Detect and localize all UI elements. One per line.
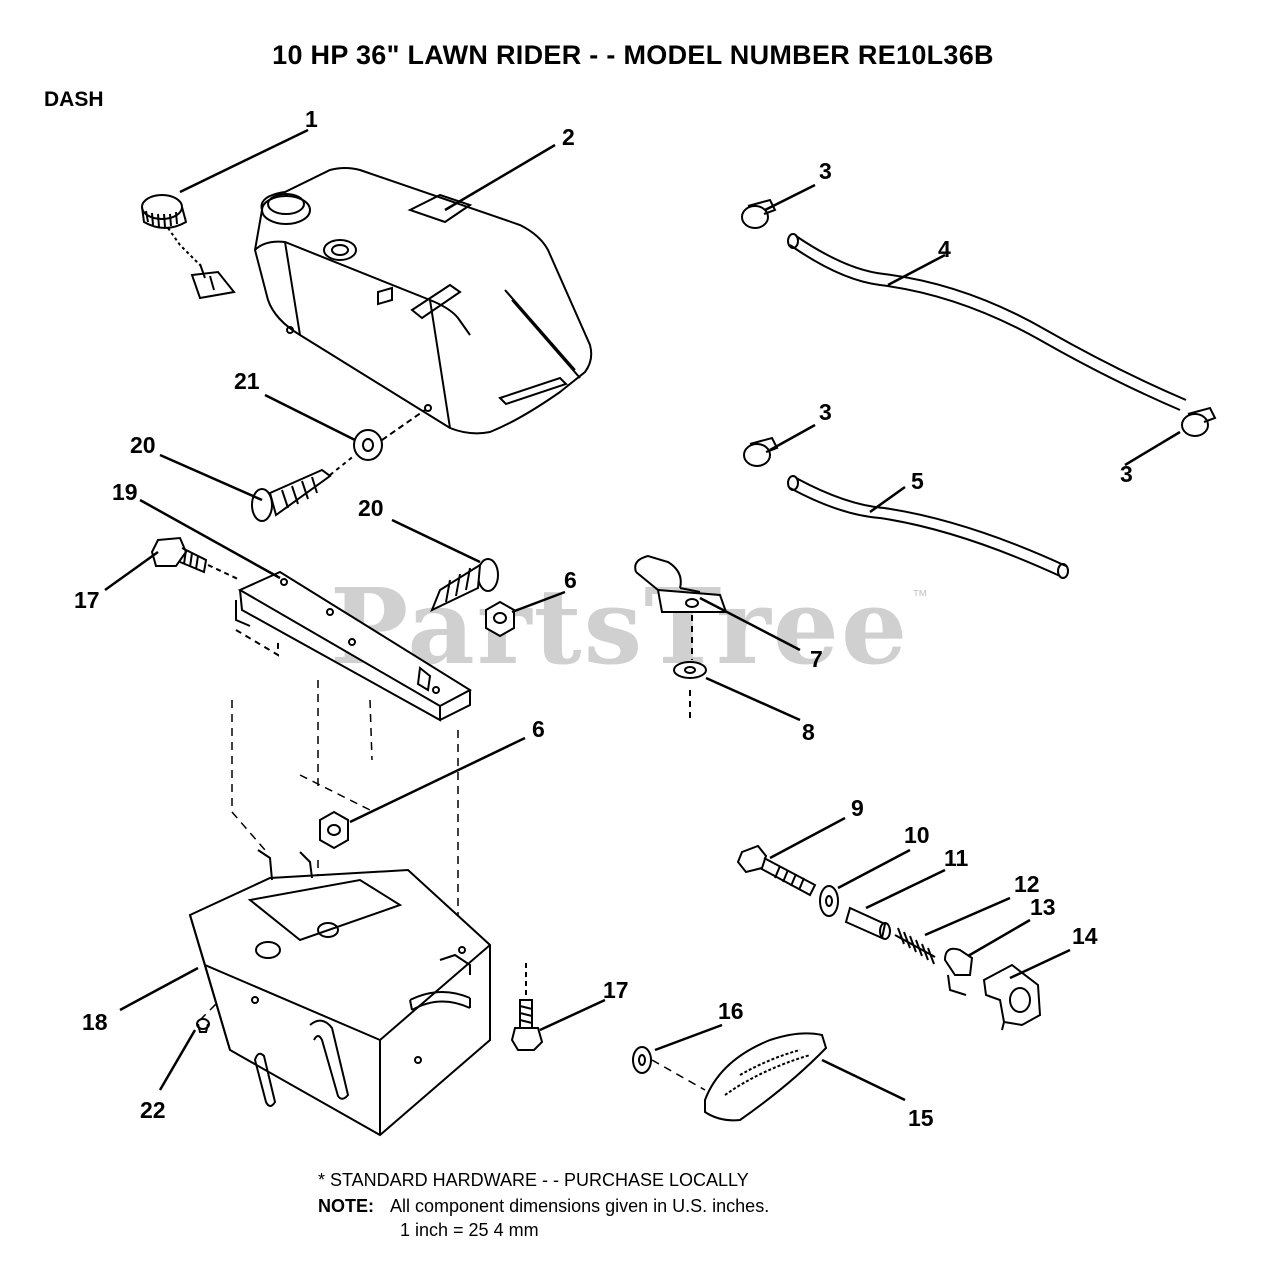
- callout-7: 7: [810, 646, 823, 672]
- part-bolt-17: [150, 536, 544, 1051]
- callout-21: 21: [234, 368, 260, 394]
- part-fuel-cap: [141, 194, 236, 300]
- leader-lines: [104, 128, 1181, 1102]
- callout-11: 11: [944, 845, 969, 871]
- callout-17: 17: [74, 587, 100, 613]
- callout-9: 9: [851, 795, 864, 821]
- part-washer-8: [673, 661, 707, 720]
- part-screw-20: [251, 454, 499, 613]
- callout-3: 3: [1120, 461, 1133, 487]
- part-clip-bracket-7: [634, 554, 728, 660]
- part-throttle-lever-14: [982, 963, 1042, 1031]
- part-dash-cover: [253, 167, 593, 435]
- callout-10: 10: [904, 822, 930, 848]
- part-lower-dash-panel-18: [188, 849, 491, 1137]
- part-hose-clamp: [741, 198, 1217, 467]
- part-clip-13: [943, 947, 974, 996]
- note-label: NOTE:: [318, 1196, 374, 1216]
- part-washer-10: [819, 885, 839, 917]
- part-nut-6: [319, 600, 515, 850]
- part-fuel-hose-long: [787, 233, 1187, 411]
- callout-20: 20: [130, 432, 156, 458]
- callout-19: 19: [112, 479, 138, 505]
- callout-18: 18: [82, 1009, 108, 1035]
- part-washer-21: [353, 409, 426, 461]
- standard-hardware-note: * STANDARD HARDWARE - - PURCHASE LOCALLY: [318, 1170, 749, 1190]
- callout-4: 4: [938, 236, 951, 262]
- callout-12: 12: [1014, 871, 1040, 897]
- part-spring-12: [894, 927, 936, 965]
- callout-2: 2: [562, 124, 575, 150]
- part-fuel-hose-short: [787, 475, 1069, 579]
- part-bracket-19: [235, 570, 473, 722]
- callout-6: 6: [532, 716, 545, 742]
- callout-14: 14: [1072, 923, 1098, 949]
- callout-20: 20: [358, 495, 384, 521]
- unit-conversion: 1 inch = 25 4 mm: [400, 1220, 539, 1240]
- part-bolt-9: [736, 844, 817, 897]
- callout-15: 15: [908, 1105, 934, 1131]
- callout-5: 5: [911, 468, 924, 494]
- callout-6: 6: [564, 567, 577, 593]
- callout-numbers: 1 2 3 4 3 3 5 21 20 19 20 6 17 7 8 6 9 1…: [74, 106, 1133, 1131]
- note-text: All component dimensions given in U.S. i…: [390, 1196, 770, 1216]
- dimensions-note: NOTE: All component dimensions given in U…: [318, 1196, 769, 1217]
- callout-8: 8: [802, 719, 815, 745]
- part-spacer-11: [844, 906, 891, 940]
- part-screw-22: [196, 1018, 210, 1033]
- watermark-trademark: ™: [912, 588, 928, 605]
- part-bushing-16: [632, 1046, 652, 1074]
- callout-3: 3: [819, 399, 832, 425]
- callout-16: 16: [718, 998, 744, 1024]
- callout-3: 3: [819, 158, 832, 184]
- callout-1: 1: [305, 106, 318, 132]
- callout-13: 13: [1030, 894, 1056, 920]
- part-throttle-plate-15: [704, 1032, 828, 1122]
- section-label: DASH: [44, 88, 104, 111]
- diagram-title: 10 HP 36" LAWN RIDER - - MODEL NUMBER RE…: [272, 40, 994, 70]
- callout-17: 17: [603, 977, 629, 1003]
- callout-22: 22: [140, 1097, 166, 1123]
